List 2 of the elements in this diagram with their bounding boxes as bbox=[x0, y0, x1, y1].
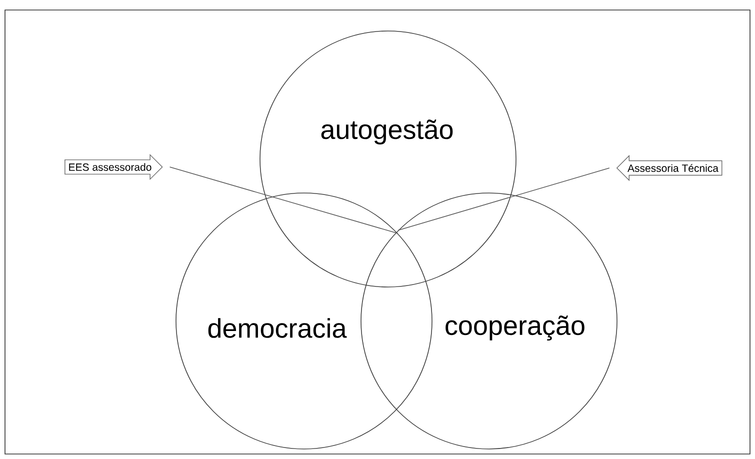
leader-line bbox=[169, 166, 398, 234]
leader-line bbox=[398, 168, 610, 231]
